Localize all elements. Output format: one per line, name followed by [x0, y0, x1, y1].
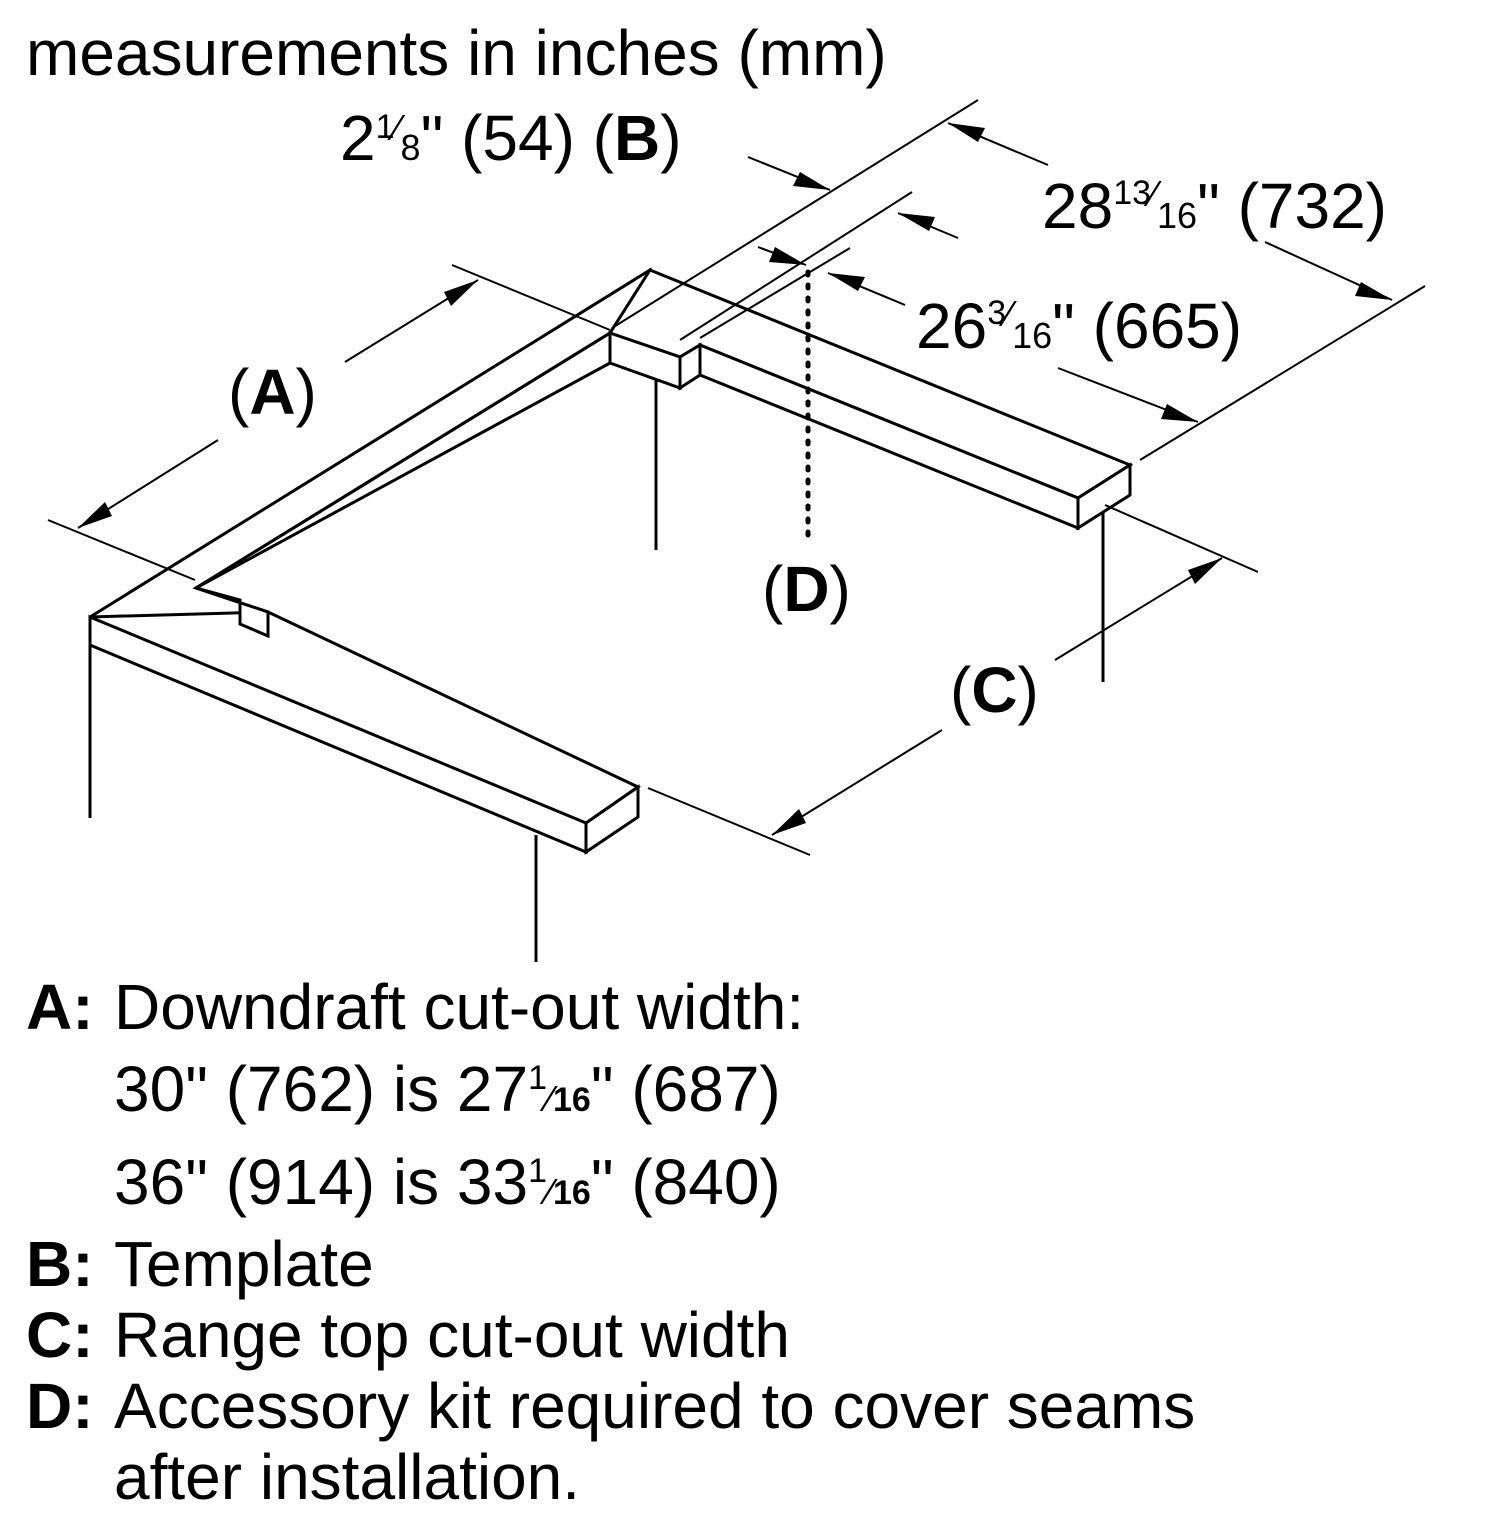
inner-dim-arrow-mid — [828, 273, 865, 291]
c-dim-arrow-bottom — [772, 809, 806, 835]
legend-item-a-line2: 30" (762) is 271⁄16" (687) — [26, 1043, 1195, 1136]
legend-text-b: Template — [114, 1228, 374, 1300]
front-rail-notch — [195, 586, 270, 639]
legend-text-d-line1: Accessory kit required to cover seams — [114, 1370, 1196, 1442]
b-dim-arrow-left — [793, 172, 830, 190]
extension-line-template — [679, 191, 913, 341]
dim-outer-label: 2813⁄16" (732) — [1042, 170, 1387, 242]
left-rail-lower-edge — [195, 361, 611, 590]
extension-line-right-top — [1139, 285, 1426, 461]
callout-c: (C) — [950, 654, 1039, 726]
legend-text-d-line2: after installation. — [114, 1441, 581, 1513]
legend-item-d: D: Accessory kit required to cover seams — [26, 1371, 1195, 1442]
frame-drawing — [88, 267, 1134, 962]
extension-line-c-bottom — [647, 787, 811, 856]
legend-key-b: B: — [26, 1228, 94, 1300]
extension-line-c-top — [1104, 504, 1259, 573]
dimension-lines — [47, 99, 1426, 856]
outer-dim-arrow-top — [948, 123, 985, 142]
left-rail-inner-edge — [195, 331, 611, 590]
legend-item-a-line3: 36" (914) is 331⁄16" (840) — [26, 1136, 1195, 1229]
a-dim-arrow-bottom — [78, 502, 112, 528]
front-rail-end — [584, 784, 640, 855]
legend-key-c: C: — [26, 1299, 94, 1371]
left-rail — [88, 267, 652, 647]
legend-key-d: D: — [26, 1370, 94, 1442]
legend-key-a: A: — [26, 971, 94, 1043]
inner-dim-arrow-left — [769, 247, 806, 265]
dim-inner-label: 263⁄16" (665) — [916, 290, 1242, 362]
legend: A: Downdraft cut-out width: 30" (762) is… — [26, 972, 1195, 1513]
callout-a: (A) — [228, 356, 317, 428]
a-dim-arrow-top — [444, 280, 478, 306]
legend-text-a-line1: Downdraft cut-out width: — [114, 971, 805, 1043]
back-rail-end — [1076, 462, 1132, 531]
dim-b-label: 21⁄8" (54) (B) — [340, 102, 682, 174]
extension-line-inner — [699, 247, 851, 339]
legend-item-c: C: Range top cut-out width — [26, 1300, 1195, 1371]
legend-text-c: Range top cut-out width — [114, 1299, 790, 1371]
front-rail-top — [88, 610, 641, 825]
legend-text-a-line3: 36" (914) is 331⁄16" (840) — [114, 1146, 781, 1218]
dimension-labels: measurements in inches (mm) 21⁄8" (54) (… — [26, 17, 1387, 726]
legend-item-d-line2: after installation. — [26, 1442, 1195, 1513]
extension-line-a-bottom — [47, 519, 196, 581]
callout-d: (D) — [762, 553, 851, 625]
b-dim-arrow-right — [898, 213, 935, 231]
legend-item-b: B: Template — [26, 1229, 1195, 1300]
legend-item-a: A: Downdraft cut-out width: — [26, 972, 1195, 1043]
measurements-title: measurements in inches (mm) — [26, 17, 887, 89]
extension-line-outer — [611, 99, 979, 329]
extension-line-a-top — [451, 264, 611, 331]
outer-dim-arrow-bottom — [1355, 282, 1392, 300]
inner-dim-arrow-right — [1161, 404, 1198, 422]
c-dim-arrow-top — [1188, 558, 1222, 584]
legend-text-a-line2: 30" (762) is 271⁄16" (687) — [114, 1053, 781, 1125]
